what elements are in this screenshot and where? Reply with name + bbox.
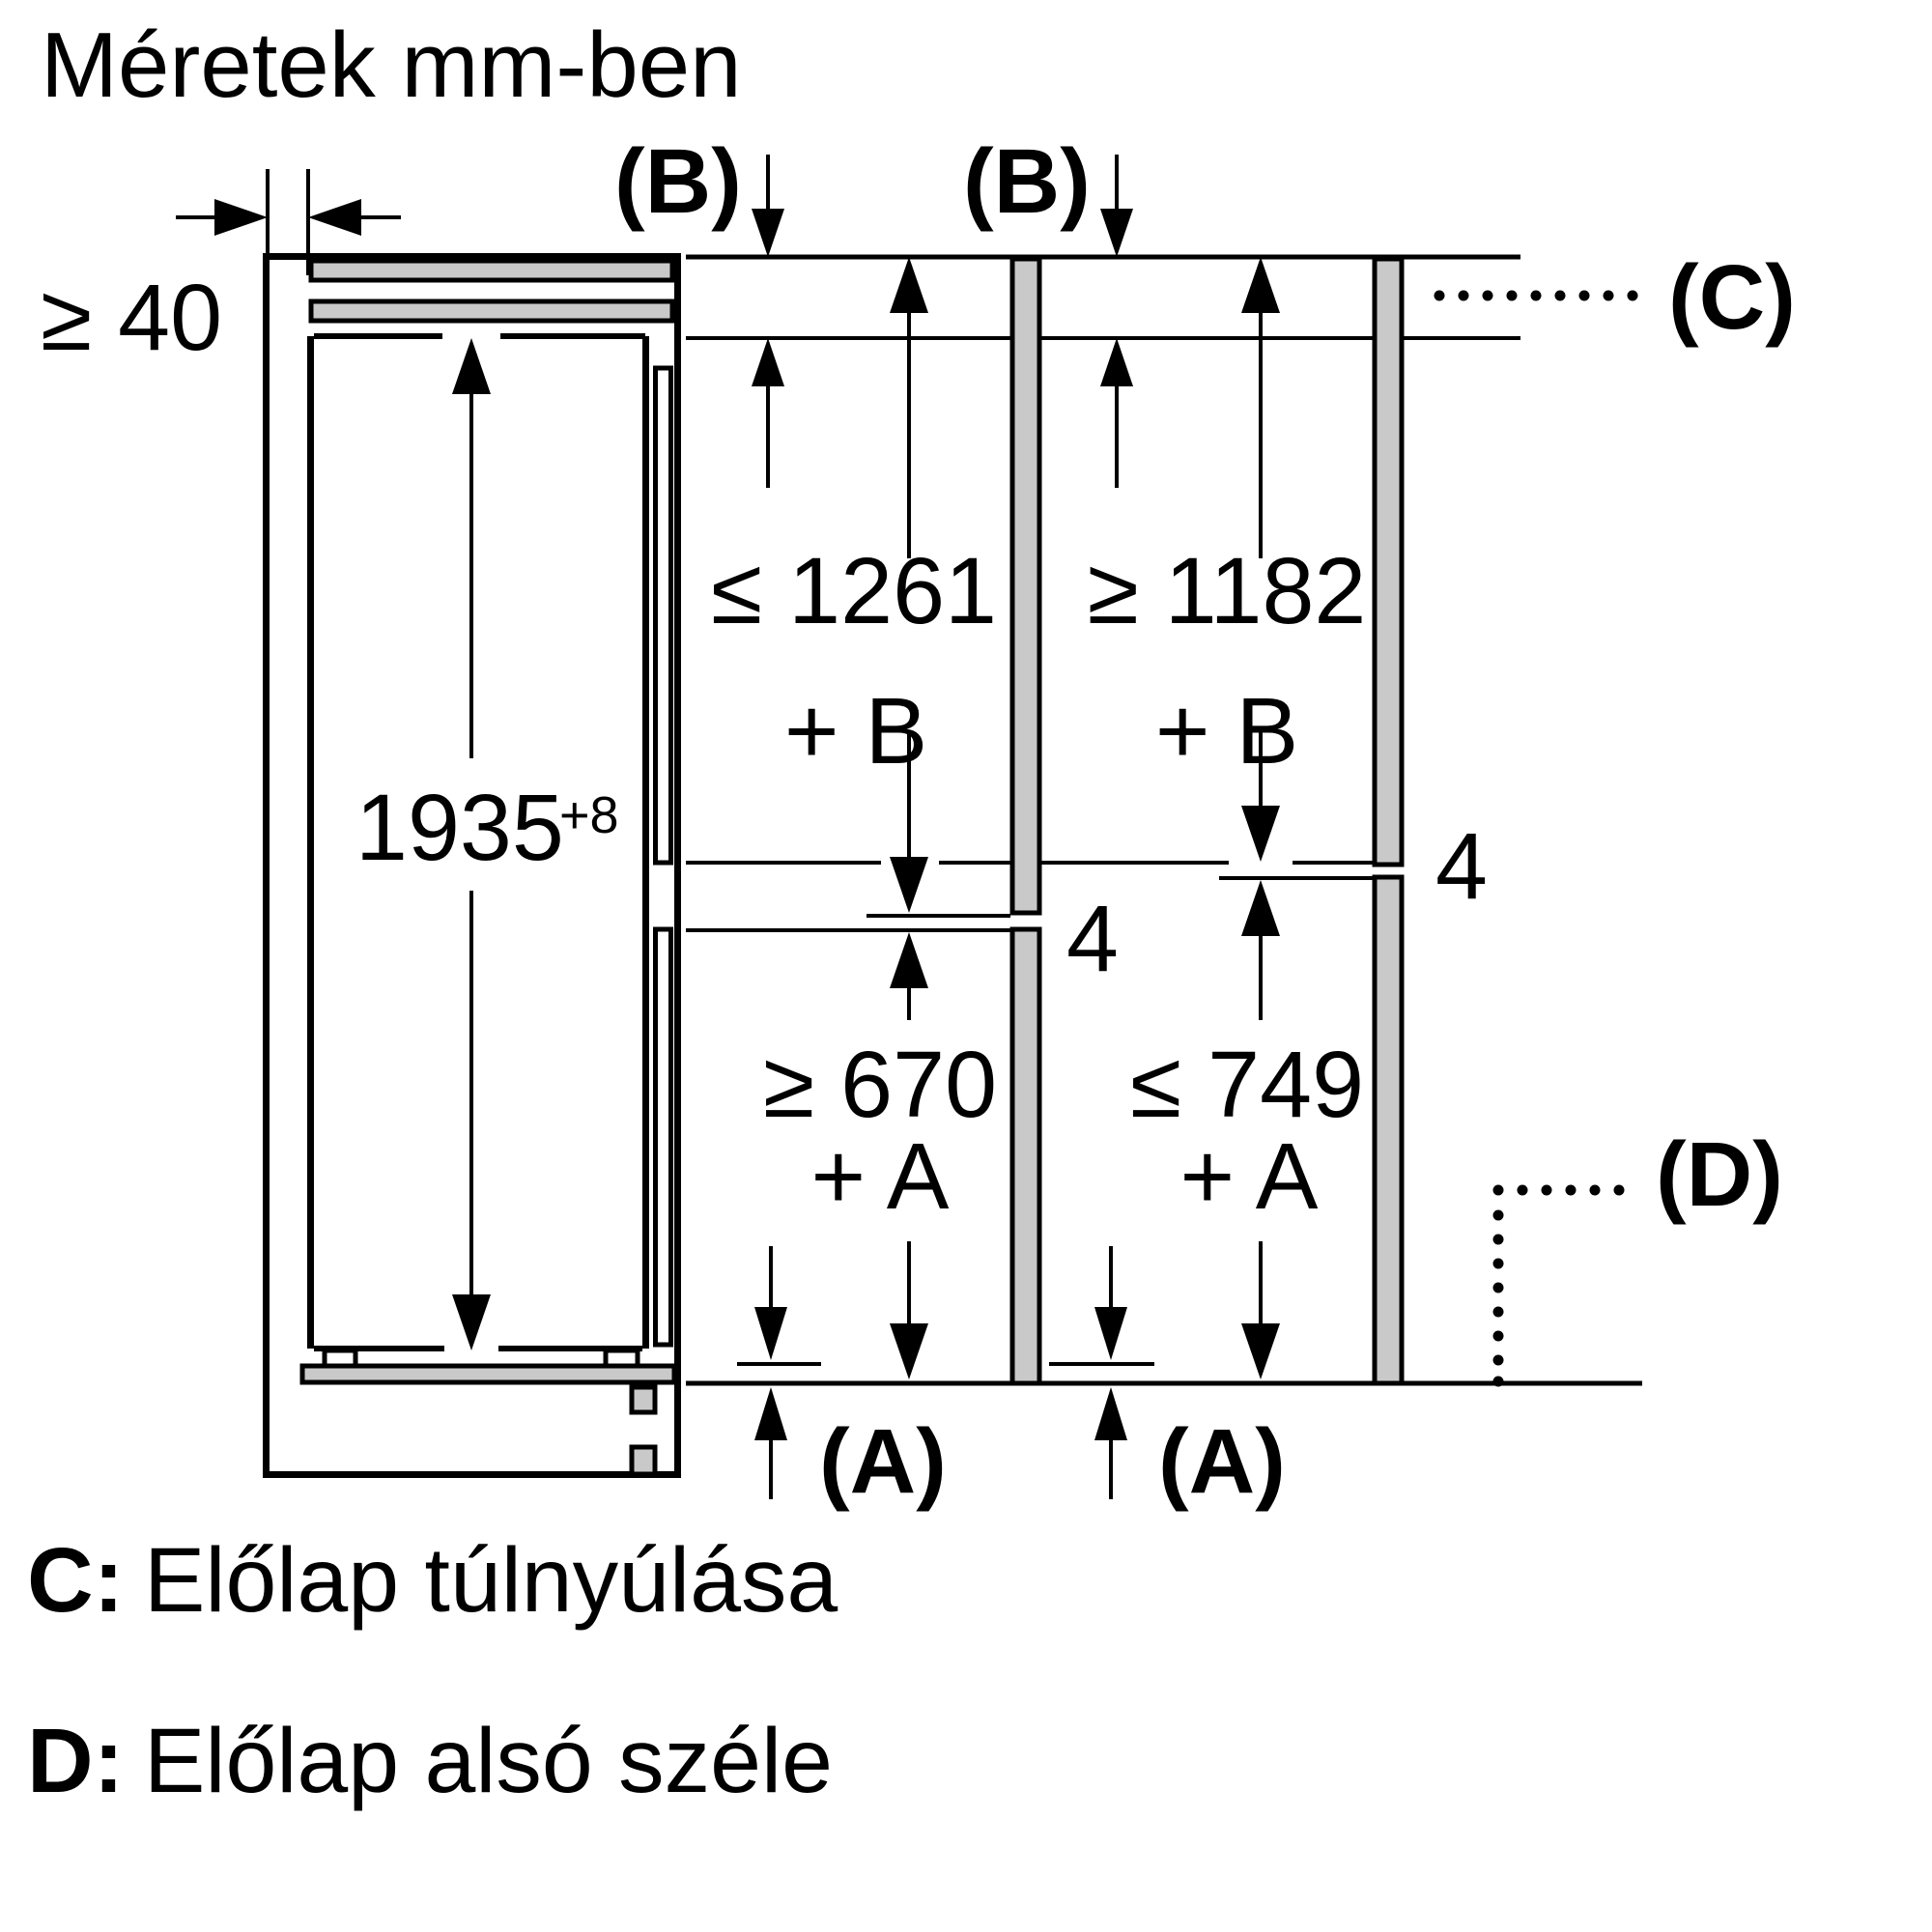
overhang-b-col2: (B) bbox=[963, 130, 1133, 488]
bottom-a-col1: (A) bbox=[754, 1246, 947, 1513]
arrow-left-icon bbox=[308, 199, 361, 236]
a2-arrow-down-icon bbox=[1094, 1307, 1127, 1360]
furniture-panels bbox=[1009, 256, 1405, 1386]
label-d: (D) bbox=[1656, 1123, 1783, 1226]
col1-upper-dimension: ≤ 1261 + B bbox=[711, 257, 997, 913]
appliance-lower-door bbox=[653, 926, 673, 1348]
col1-lower-value2: + A bbox=[811, 1123, 950, 1229]
diagram-title: Méretek mm-ben bbox=[41, 14, 742, 117]
label-b2: (B) bbox=[963, 130, 1091, 233]
col1-upper-value2: + B bbox=[784, 678, 927, 783]
cabinet-top-panel-2 bbox=[308, 298, 675, 324]
height-tolerance: +8 bbox=[559, 786, 619, 844]
legend: C: Előlap túlnyúlása D: Előlap alsó szél… bbox=[27, 1529, 838, 1812]
a1-arrow-up-icon bbox=[754, 1387, 787, 1440]
bottom-a-col2: (A) bbox=[1094, 1246, 1286, 1513]
label-b1: (B) bbox=[614, 130, 742, 233]
panel-bar1-upper bbox=[1009, 256, 1042, 916]
col2-upper-value: ≥ 1182 bbox=[1088, 538, 1367, 643]
col2-lower-value: ≤ 749 bbox=[1130, 1032, 1364, 1137]
height-value: 1935 bbox=[355, 775, 564, 880]
a1-arrow-down-icon bbox=[754, 1307, 787, 1360]
panel-bar1-lower bbox=[1009, 926, 1042, 1386]
legend-c-key: C: bbox=[27, 1529, 124, 1632]
spacer-block-2 bbox=[629, 1444, 658, 1477]
gap-label-2: 4 bbox=[1435, 813, 1488, 919]
col1-lower-dimension: ≥ 670 + A bbox=[763, 932, 997, 1379]
col1-lower-arrow-up-icon bbox=[890, 932, 928, 988]
label-c: (C) bbox=[1668, 246, 1796, 349]
arrow-up-icon bbox=[452, 338, 491, 394]
plinth-panel bbox=[299, 1363, 677, 1385]
col1-upper-arrow-up-icon bbox=[890, 257, 928, 313]
col2-upper-dimension: ≥ 1182 + B bbox=[1088, 257, 1367, 862]
callout-c: (C) bbox=[1434, 246, 1796, 349]
legend-c-text: Előlap túlnyúlása bbox=[144, 1529, 838, 1632]
legend-d-text: Előlap alsó széle bbox=[144, 1710, 833, 1812]
col2-lower-value2: + A bbox=[1180, 1123, 1319, 1229]
col2-lower-dimension: ≤ 749 + A bbox=[1130, 880, 1364, 1379]
col1-lower-arrow-down-icon bbox=[890, 1323, 928, 1379]
col2-upper-arrow-down-icon bbox=[1241, 806, 1280, 862]
col1-lower-value: ≥ 670 bbox=[763, 1032, 997, 1137]
cabinet-top-panel-1 bbox=[308, 258, 675, 283]
col1-upper-value: ≤ 1261 bbox=[711, 538, 997, 643]
reference-lines bbox=[686, 254, 1642, 1386]
label-a1: (A) bbox=[819, 1410, 947, 1513]
panel-bar2-lower bbox=[1372, 874, 1405, 1386]
legend-d-key: D: bbox=[27, 1710, 124, 1812]
clearance-value: ≥ 40 bbox=[41, 265, 222, 370]
col2-upper-arrow-up-icon bbox=[1241, 257, 1280, 313]
b1-arrow-down-icon bbox=[752, 209, 784, 257]
panel-bar2-upper bbox=[1372, 256, 1405, 867]
col2-upper-value2: + B bbox=[1155, 678, 1298, 783]
arrow-down-icon bbox=[452, 1294, 491, 1350]
b1-arrow-up-icon bbox=[752, 338, 784, 386]
niche-height-dimension: 1935 +8 bbox=[355, 338, 619, 1350]
col2-lower-arrow-up-icon bbox=[1241, 880, 1280, 936]
overhang-b-col1: (B) bbox=[614, 130, 784, 488]
col1-upper-arrow-down-icon bbox=[890, 857, 928, 913]
clearance-dimension: ≥ 40 bbox=[41, 169, 401, 370]
spacer-block-1 bbox=[629, 1384, 658, 1415]
appliance-upper-door bbox=[653, 365, 673, 866]
cabinet-outline bbox=[263, 253, 681, 1478]
gap-label-1: 4 bbox=[1066, 886, 1119, 991]
label-a2: (A) bbox=[1158, 1410, 1286, 1513]
b2-arrow-down-icon bbox=[1100, 209, 1133, 257]
a2-arrow-up-icon bbox=[1094, 1387, 1127, 1440]
b2-arrow-up-icon bbox=[1100, 338, 1133, 386]
col2-lower-arrow-down-icon bbox=[1241, 1323, 1280, 1379]
cabinet-outer-box bbox=[263, 253, 681, 1478]
arrow-right-icon bbox=[214, 199, 268, 236]
callout-d: (D) bbox=[1492, 1123, 1783, 1387]
